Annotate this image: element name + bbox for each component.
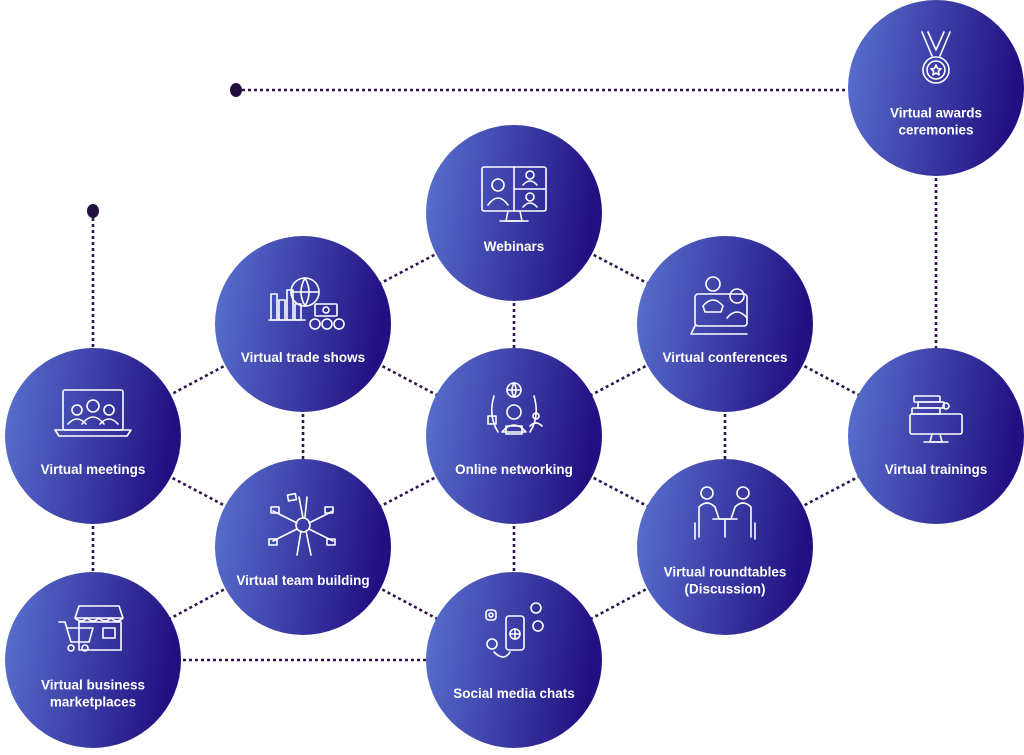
- node-social: Social media chats: [426, 572, 602, 748]
- node-circle: [5, 572, 181, 748]
- node-circle: [215, 459, 391, 635]
- node-label: Virtual trade shows: [241, 350, 365, 365]
- node-label: Virtual roundtables: [664, 565, 787, 580]
- node-circle: [848, 348, 1024, 524]
- node-label: Virtual awards: [890, 106, 982, 121]
- trade-globe-currency-icon: [268, 277, 345, 330]
- node-label: Online networking: [455, 462, 573, 477]
- people-at-table-icon: [694, 486, 756, 540]
- nodes: Virtual awardsceremoniesWebinarsVirtual …: [5, 0, 1024, 748]
- node-roundtables: Virtual roundtables (Discussion): [637, 459, 813, 635]
- node-conferences: Virtual conferences: [637, 236, 813, 412]
- node-label: (Discussion): [684, 582, 765, 597]
- endpoint-dot-top: [230, 83, 242, 97]
- node-label: Virtual conferences: [662, 350, 787, 365]
- node-awards: Virtual awards ceremonies: [848, 0, 1024, 176]
- node-meetings: Virtual meetings: [5, 348, 181, 524]
- node-circle: [426, 572, 602, 748]
- globe-network-person-icon: [487, 382, 543, 435]
- node-networking: Online networking: [426, 348, 602, 524]
- store-cart-icon: [58, 605, 124, 652]
- node-label: Virtual business: [41, 678, 145, 693]
- node-webinars: Webinars: [426, 125, 602, 301]
- node-circle: [637, 236, 813, 412]
- joined-hands-icon: [268, 492, 336, 556]
- laptop-group-icon: [54, 389, 132, 437]
- medal-icon: [921, 31, 951, 84]
- node-label: ceremonies: [898, 123, 973, 138]
- node-label: Social media chats: [453, 686, 575, 701]
- node-label: Virtual trainings: [885, 462, 988, 477]
- node-label: Webinars: [484, 239, 545, 254]
- node-circle: [215, 236, 391, 412]
- video-call-monitor-icon: [481, 166, 547, 222]
- node-label: marketplaces: [50, 695, 136, 710]
- node-label: Virtual team building: [236, 573, 369, 588]
- conference-speakers-icon: [690, 276, 748, 335]
- phone-social-icon: [485, 602, 544, 658]
- node-marketplaces: Virtual business marketplaces: [5, 572, 181, 748]
- node-circle: [637, 459, 813, 635]
- node-circle: [426, 348, 602, 524]
- node-trade: Virtual trade shows: [215, 236, 391, 412]
- endpoint-dot-left: [87, 204, 99, 218]
- books-monitor-icon: [909, 395, 963, 443]
- node-teambuilding: Virtual team building: [215, 459, 391, 635]
- node-circle: [848, 0, 1024, 176]
- node-circle: [426, 125, 602, 301]
- node-label: Virtual meetings: [41, 462, 146, 477]
- node-trainings: Virtual trainings: [848, 348, 1024, 524]
